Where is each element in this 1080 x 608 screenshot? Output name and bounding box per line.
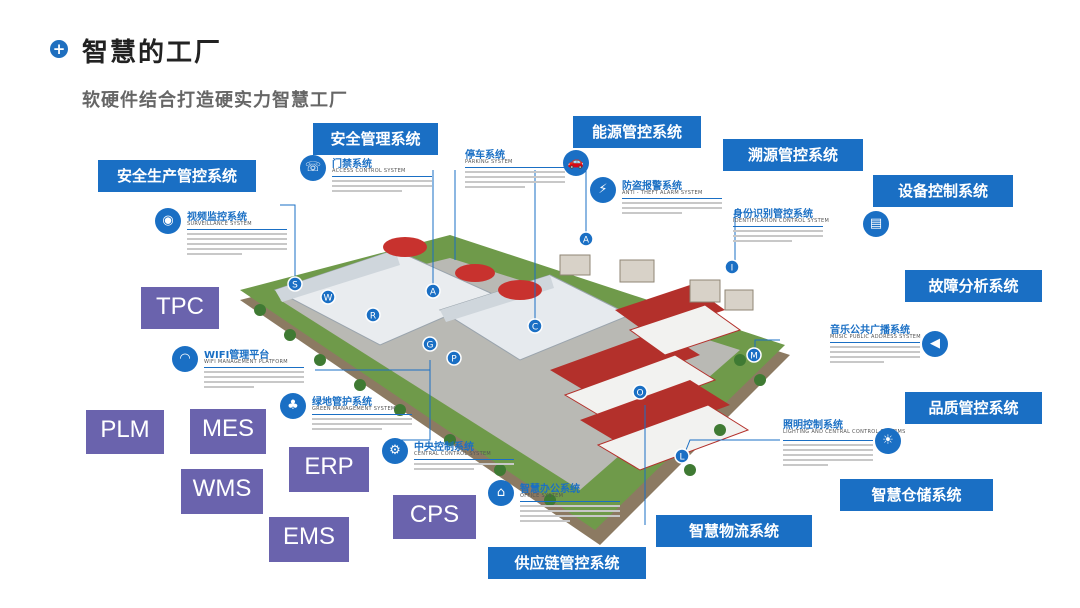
svg-text:A: A xyxy=(430,288,437,298)
map-marker: L xyxy=(674,448,690,464)
svg-text:I: I xyxy=(731,264,734,274)
label-supply-chain: 供应链管控系统 xyxy=(488,547,646,579)
svg-text:O: O xyxy=(636,389,643,399)
acronym-plm: PLM xyxy=(86,410,164,454)
acronym-cps: CPS xyxy=(393,495,476,539)
map-marker: M xyxy=(746,347,762,363)
label-safety-management: 安全管理系统 xyxy=(313,123,438,155)
map-marker: G xyxy=(422,336,438,352)
svg-text:C: C xyxy=(532,323,538,333)
speaker-icon: ◀ xyxy=(922,331,948,357)
bulb-icon: ☀ xyxy=(875,428,901,454)
acronym-erp: ERP xyxy=(289,447,369,492)
svg-text:A: A xyxy=(583,236,590,246)
car-icon: 🚗 xyxy=(563,150,589,176)
red-dome xyxy=(383,237,427,257)
service-buildings xyxy=(559,254,754,311)
map-marker: R xyxy=(365,307,381,323)
map-marker: A xyxy=(578,231,594,247)
acronym-ems: EMS xyxy=(269,517,349,562)
map-marker: A xyxy=(425,283,441,299)
map-markers: S A W R G P C A I M O L xyxy=(287,231,762,464)
acronym-wms: WMS xyxy=(181,469,263,514)
phone-icon: ☏ xyxy=(300,155,326,181)
map-marker: W xyxy=(320,289,336,305)
svg-text:G: G xyxy=(427,341,434,351)
alarm-icon: ⚡ xyxy=(590,177,616,203)
page-title: 智慧的工厂 xyxy=(82,38,223,68)
label-fault-analysis: 故障分析系统 xyxy=(905,270,1042,302)
map-marker: P xyxy=(446,350,462,366)
label-smart-warehouse: 智慧仓储系统 xyxy=(840,479,993,511)
label-traceability: 溯源管控系统 xyxy=(723,139,863,171)
svg-text:P: P xyxy=(451,355,457,365)
svg-text:S: S xyxy=(292,281,298,291)
map-marker: O xyxy=(632,384,648,400)
chair-icon: ⌂ xyxy=(488,480,514,506)
camera-icon: ◉ xyxy=(155,208,181,234)
acronym-tpc: TPC xyxy=(141,287,219,329)
plant-icon: ♣ xyxy=(280,393,306,419)
map-marker: I xyxy=(724,259,740,275)
map-marker: C xyxy=(527,318,543,334)
map-marker: S xyxy=(287,276,303,292)
hall-left-roof xyxy=(275,250,400,302)
svg-text:R: R xyxy=(370,312,376,322)
label-energy-control: 能源管控系统 xyxy=(573,116,701,148)
wifi-icon: ◠ xyxy=(172,346,198,372)
tree-row xyxy=(254,304,766,506)
page-subtitle: 软硬件结合打造硬实力智慧工厂 xyxy=(82,90,348,111)
svg-text:M: M xyxy=(750,352,758,362)
factory-aerial-illustration: S A W R G P C A I M O L xyxy=(240,170,790,545)
label-quality-control: 品质管控系统 xyxy=(905,392,1042,424)
plus-circle-icon: + xyxy=(50,40,68,58)
red-dome xyxy=(455,264,495,282)
id-card-icon: ▤ xyxy=(863,211,889,237)
red-dome xyxy=(498,280,542,300)
label-equipment-control: 设备控制系统 xyxy=(873,175,1013,207)
label-production-safety: 安全生产管控系统 xyxy=(98,160,256,192)
acronym-mes: MES xyxy=(190,409,266,454)
gears-icon: ⚙ xyxy=(382,438,408,464)
label-smart-logistics: 智慧物流系统 xyxy=(656,515,812,547)
svg-text:L: L xyxy=(679,453,684,463)
svg-text:W: W xyxy=(324,294,333,304)
